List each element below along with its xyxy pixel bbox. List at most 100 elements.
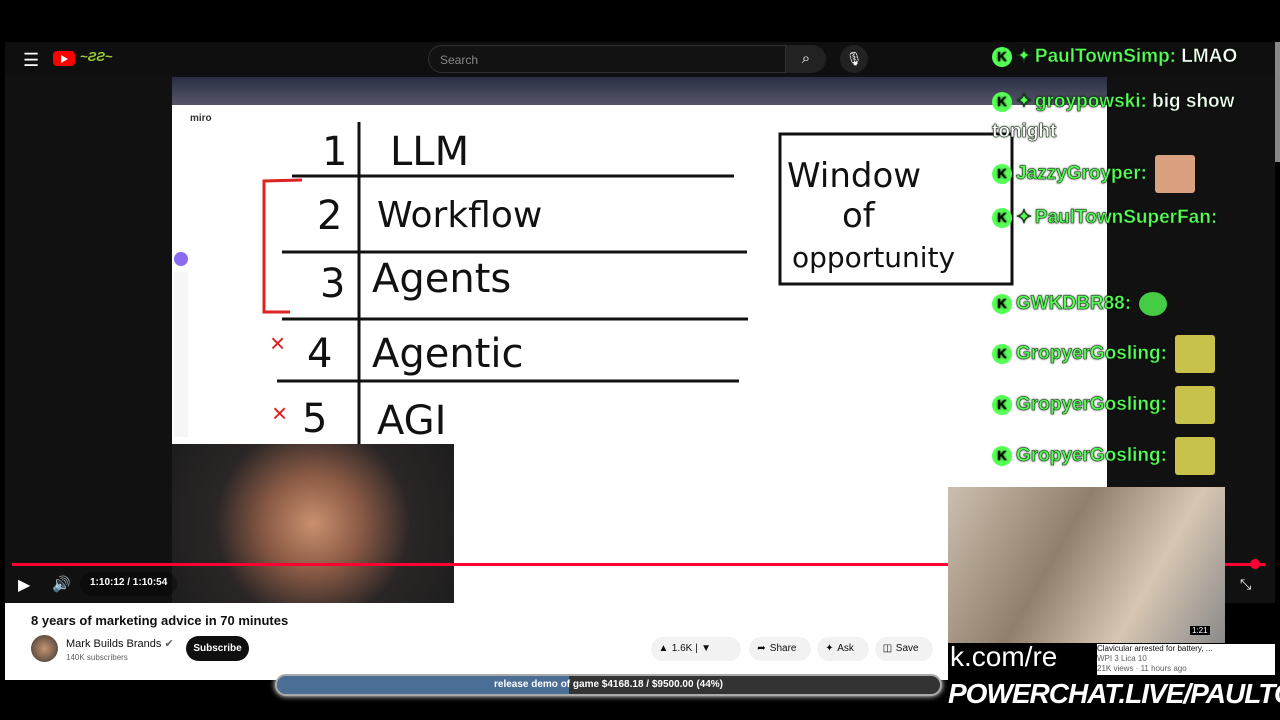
subscribe-button[interactable]: Subscribe — [186, 636, 249, 661]
chat-user: GropyerGosling: — [1016, 394, 1167, 416]
miro-logo: miro — [190, 113, 212, 124]
row-label: Workflow — [377, 195, 542, 236]
dislike-icon[interactable]: ▼ — [701, 643, 711, 654]
sparkle-icon: ✦ — [825, 643, 834, 654]
face-emote-icon — [1154, 155, 1195, 193]
chat-message: K✦PaulTownSuperFan: — [992, 206, 1217, 229]
chat-text: LMAO — [1181, 46, 1238, 68]
microphone-icon: 🎙 — [845, 51, 863, 66]
box-text: Window — [787, 156, 921, 196]
fullscreen-icon[interactable]: ⤡ — [1240, 576, 1252, 592]
row-number: 5 — [302, 396, 327, 442]
save-button[interactable]: ◫ Save — [875, 637, 933, 661]
chat-text: big show tonight — [992, 91, 1235, 143]
youtube-logo-icon[interactable] — [53, 51, 75, 66]
kick-icon: K — [992, 294, 1012, 314]
kick-icon: K — [992, 164, 1012, 184]
search-button[interactable]: ⌕ — [786, 45, 826, 73]
row-number: 2 — [317, 193, 342, 239]
video-title: 8 years of marketing advice in 70 minute… — [31, 613, 289, 628]
row-number: 4 — [307, 331, 332, 377]
row-label: AGI — [377, 398, 446, 444]
rec-title: Clavicular arrested for battery, ... — [1097, 644, 1213, 653]
like-count: 1.6K — [671, 643, 693, 654]
thumbs-up-icon: ▲ — [658, 643, 669, 654]
progress-scrubber[interactable] — [1250, 559, 1260, 569]
menu-icon[interactable]: ☰ — [23, 50, 40, 70]
share-label: Share — [769, 643, 797, 654]
chat-message: K✦groypowski: big show tonight — [992, 87, 1252, 147]
chat-user: PaulTownSimp: — [1034, 46, 1177, 68]
row-number: 1 — [322, 129, 347, 175]
streamer-webcam — [948, 487, 1225, 643]
share-button[interactable]: ➦ Share — [749, 637, 811, 661]
progress-bar[interactable] — [12, 563, 1265, 566]
x-mark: × — [270, 328, 285, 358]
overlay-url-text: k.com/re — [950, 641, 1058, 672]
chat-user: PaulTownSuperFan: — [1034, 207, 1218, 229]
share-icon: ➦ — [757, 643, 766, 654]
kick-icon: K — [992, 207, 1012, 228]
gosling-emote-icon — [1174, 335, 1215, 373]
badge-icon: ✦ — [1016, 46, 1032, 68]
channel-doodle-logo: ~ƧƧ~ — [80, 49, 113, 64]
kick-icon: K — [992, 91, 1012, 112]
whiteboard-drawing: × × 1 LLM 2 Workflow 3 Agents 4 Agentic … — [174, 122, 1014, 603]
gosling-emote-icon — [1174, 386, 1215, 424]
rec-duration: 1:21 — [1190, 626, 1210, 635]
ask-label: Ask — [837, 643, 854, 654]
row-number: 3 — [320, 261, 345, 307]
time-display: 1:10:12 / 1:10:54 — [80, 572, 178, 596]
recommended-video[interactable]: Clavicular arrested for battery, ... WPI… — [1097, 644, 1275, 675]
donation-progress-fill — [277, 676, 569, 694]
search-icon: ⌕ — [801, 50, 811, 67]
rec-meta: 21K views · 11 hours ago — [1097, 664, 1187, 673]
badge-icon: ✦ — [1016, 207, 1032, 229]
search-input[interactable]: Search — [428, 45, 786, 73]
chat-user: GWKDBR88: — [1016, 293, 1132, 315]
chat-user: GropyerGosling: — [1016, 343, 1167, 365]
chat-message: K✦PaulTownSimp: LMAO — [992, 45, 1237, 68]
scrollbar[interactable] — [1275, 42, 1280, 162]
pepe-emote-icon — [1139, 292, 1168, 316]
kick-icon: K — [992, 344, 1012, 364]
kick-icon: K — [992, 446, 1012, 466]
chat-user: groypowski: — [1034, 91, 1147, 113]
channel-name[interactable]: Mark Builds Brands ✔ — [66, 637, 174, 650]
more-options-icon[interactable]: ⋮ — [1238, 624, 1252, 640]
volume-icon[interactable]: 🔊 — [52, 576, 71, 593]
like-button[interactable]: ▲ 1.6K | ▼ — [651, 637, 741, 661]
donation-goal-text: release demo of game $4168.18 / $9500.00… — [493, 679, 724, 690]
donation-goal-bar: release demo of game $4168.18 / $9500.00… — [275, 674, 942, 696]
video-info: 8 years of marketing advice in 70 minute… — [5, 603, 948, 680]
avatar[interactable] — [31, 635, 58, 662]
miro-toolbar[interactable] — [174, 272, 188, 437]
channel-name-text: Mark Builds Brands — [66, 638, 162, 650]
rec-channel: WPI 3 Lica 10 — [1097, 654, 1147, 663]
kick-icon: K — [992, 395, 1012, 415]
youtube-topbar: ☰ ~ƧƧ~ Search ⌕ 🎙 — [5, 42, 1275, 76]
save-label: Save — [895, 643, 919, 654]
box-text: of — [842, 196, 876, 236]
bookmark-icon: ◫ — [882, 643, 893, 654]
voice-search-button[interactable]: 🎙 — [840, 45, 868, 73]
x-mark: × — [272, 398, 287, 428]
row-label: LLM — [390, 129, 469, 175]
browser-toolbar — [172, 77, 1107, 105]
row-label: Agents — [372, 256, 511, 302]
row-label: Agentic — [372, 331, 524, 377]
kick-icon: K — [992, 46, 1012, 67]
badge-icon: ✦ — [1016, 91, 1032, 113]
ask-button[interactable]: ✦ Ask — [817, 637, 869, 661]
miro-tool-icon[interactable] — [174, 252, 188, 266]
verified-icon: ✔ — [164, 638, 174, 650]
play-icon[interactable]: ▶ — [18, 577, 31, 594]
subscriber-count: 140K subscribers — [66, 653, 128, 662]
gosling-emote-icon — [1174, 437, 1215, 475]
box-text: opportunity — [792, 241, 955, 274]
